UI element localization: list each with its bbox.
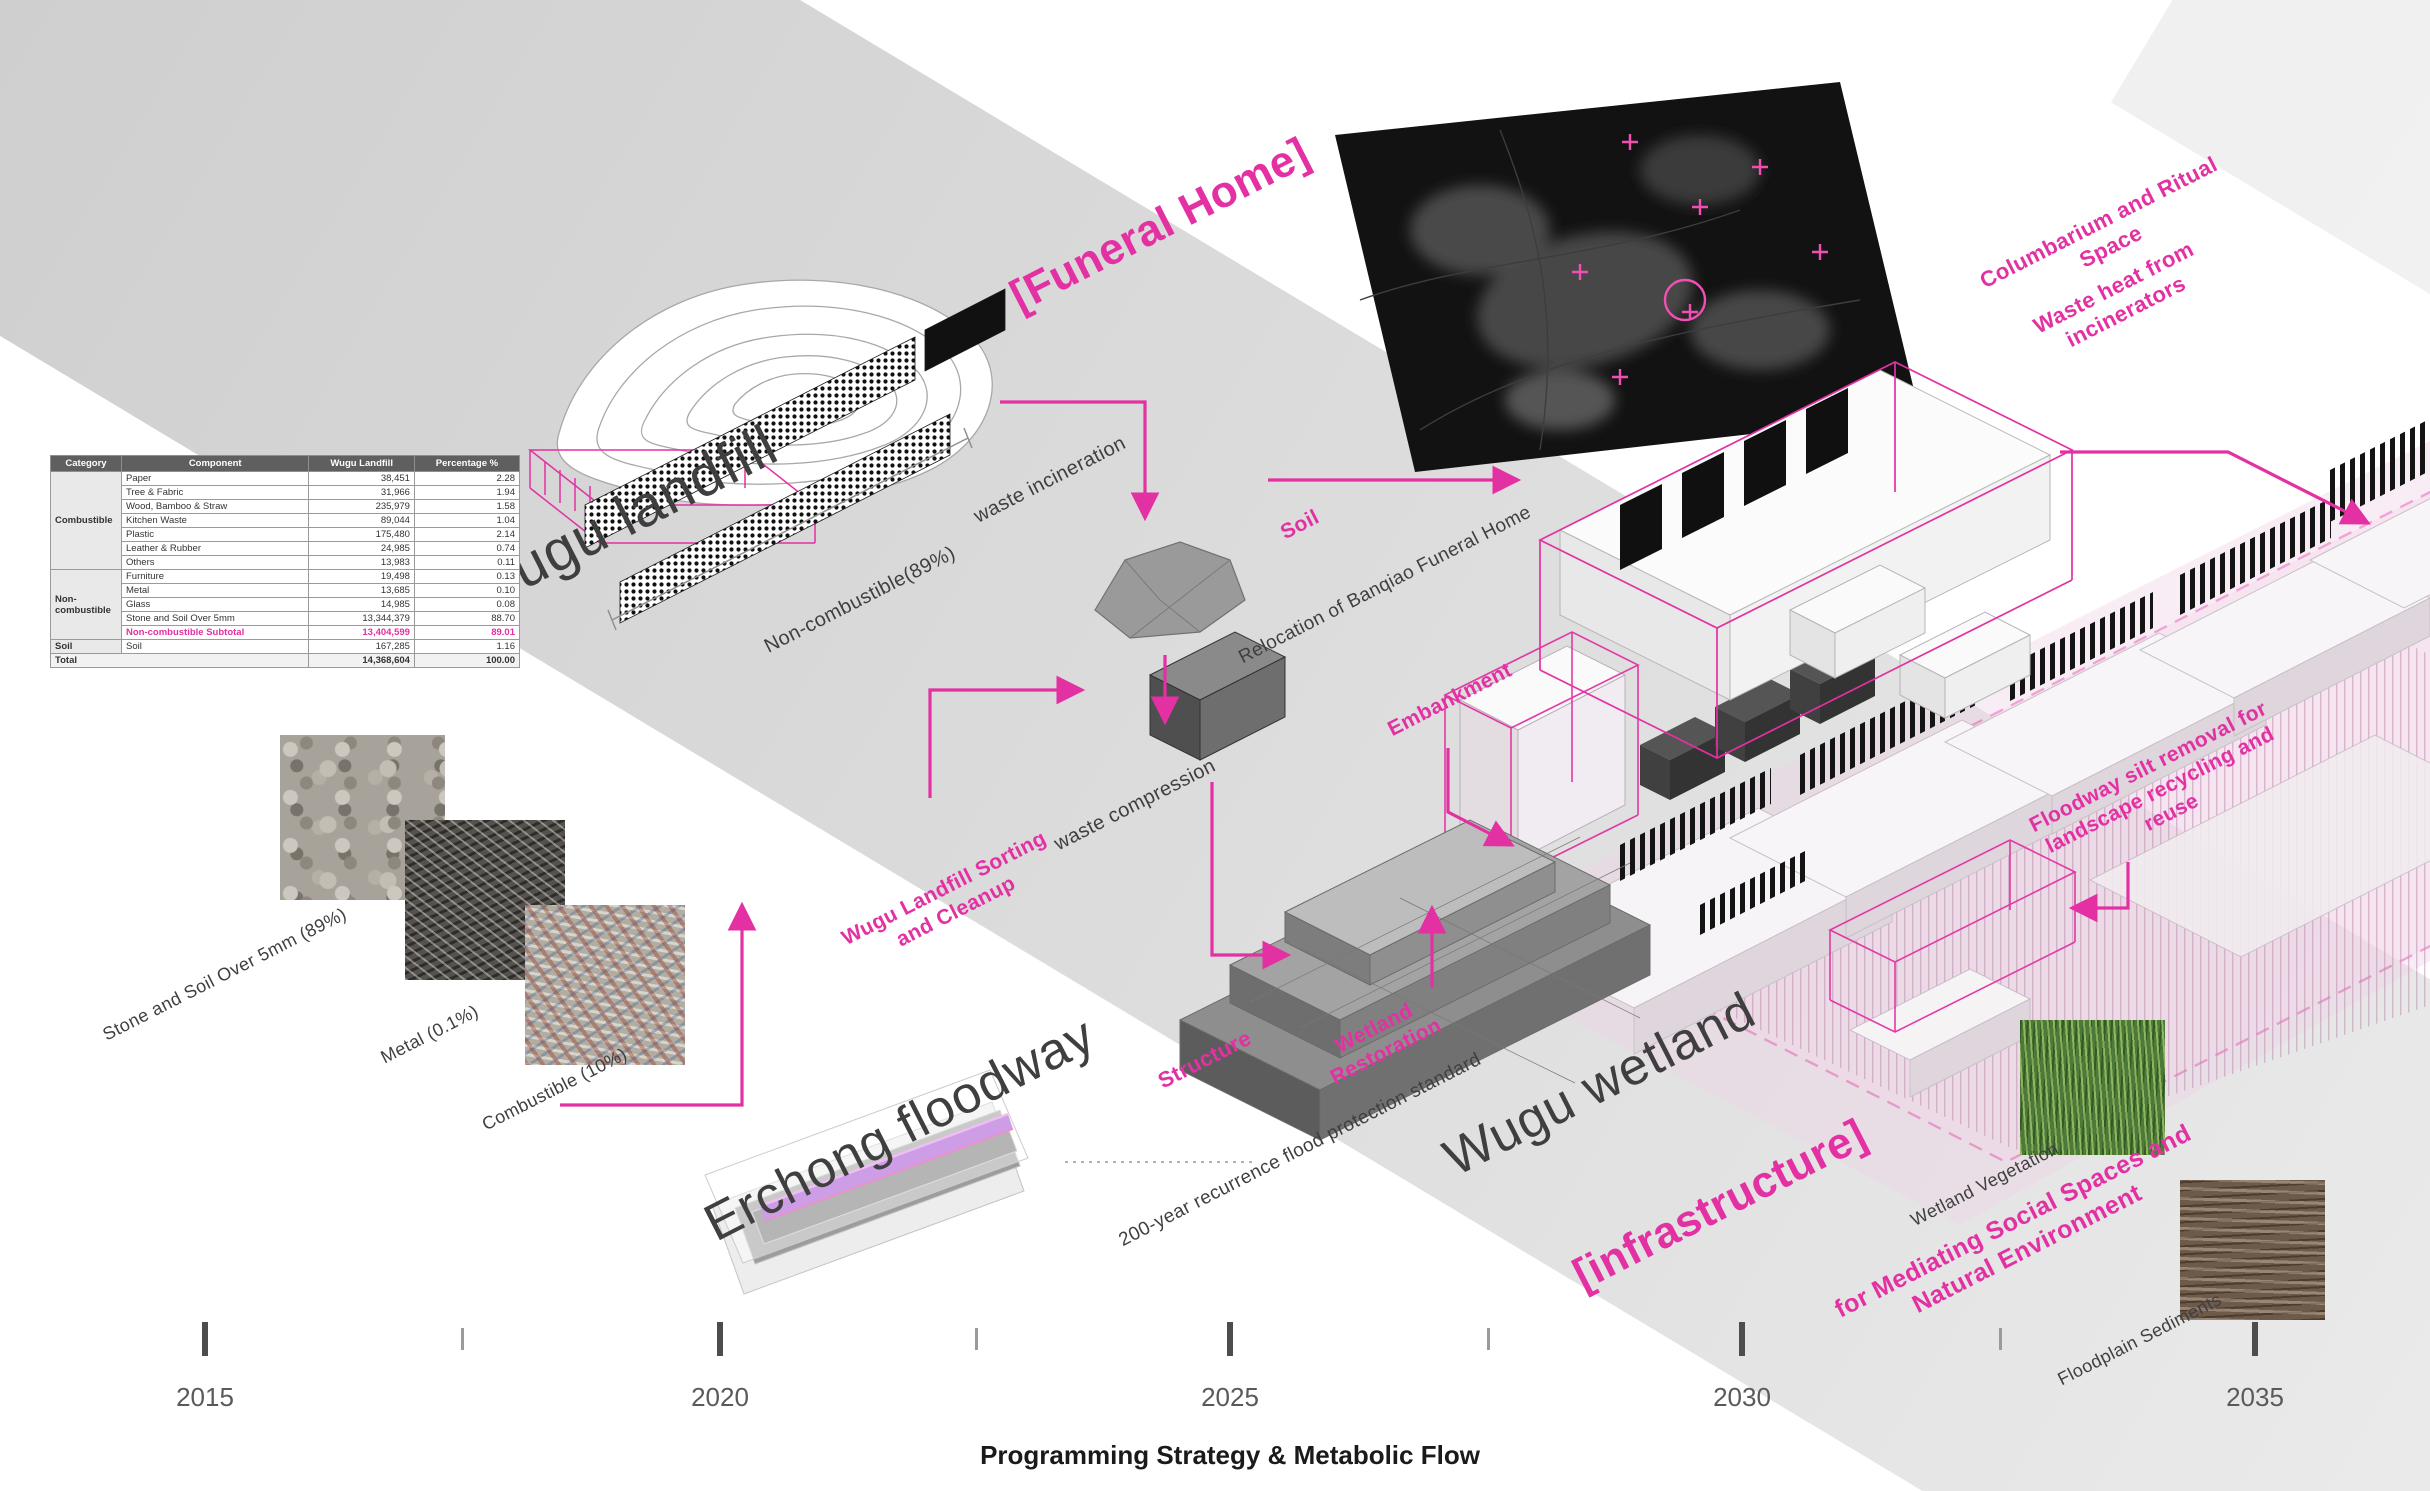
incinerator-wireframe — [1538, 361, 2074, 759]
photo-combustible — [525, 905, 685, 1065]
arrow-sorting-to-compression — [928, 675, 1086, 798]
arrow-columbarium-to-wetland — [2060, 450, 2371, 525]
floodway-model — [704, 1069, 1029, 1295]
photo-wetland-vegetation — [2020, 1020, 2165, 1155]
funeral-map — [1335, 82, 1920, 472]
incinerator-chimneys — [1620, 388, 1848, 570]
tick-2025 — [1227, 1322, 1233, 1356]
year-2015: 2015 — [176, 1382, 234, 1412]
map-roads — [1359, 129, 1861, 451]
diagram-caption: Programming Strategy & Metabolic Flow — [980, 1440, 1480, 1470]
tick-2015 — [202, 1322, 208, 1356]
tick-minor — [975, 1328, 978, 1350]
arrow-compression-to-structure — [1210, 782, 1292, 970]
photo-floodplain-sediments — [2180, 1180, 2325, 1320]
arrow-silt-removal — [2068, 862, 2130, 923]
year-2030: 2030 — [1713, 1382, 1771, 1412]
tick-2035 — [2252, 1322, 2258, 1356]
tick-minor — [461, 1328, 464, 1350]
arrow-embankment — [1446, 748, 1515, 847]
sorted-waste-strips — [584, 288, 1006, 631]
tick-2030 — [1739, 1322, 1745, 1356]
year-2020: 2020 — [691, 1382, 749, 1412]
tick-2020 — [717, 1322, 723, 1356]
map-density-blobs — [1410, 135, 1830, 430]
tick-minor — [1999, 1328, 2002, 1350]
service-boxes — [1788, 564, 2032, 719]
year-2025: 2025 — [1201, 1382, 1259, 1412]
tick-minor — [1487, 1328, 1490, 1350]
map-site-markers — [1572, 134, 1828, 385]
year-2035: 2035 — [2226, 1382, 2284, 1412]
arrow-to-soil — [1000, 400, 1160, 522]
arrow-table-to-sorting — [560, 901, 757, 1107]
soil-mound — [1094, 541, 1246, 639]
slat-rows — [1620, 418, 2430, 935]
flow-arrows — [560, 400, 2371, 1107]
machine-boxes — [1640, 641, 1875, 800]
incinerator-building — [1538, 361, 2074, 759]
